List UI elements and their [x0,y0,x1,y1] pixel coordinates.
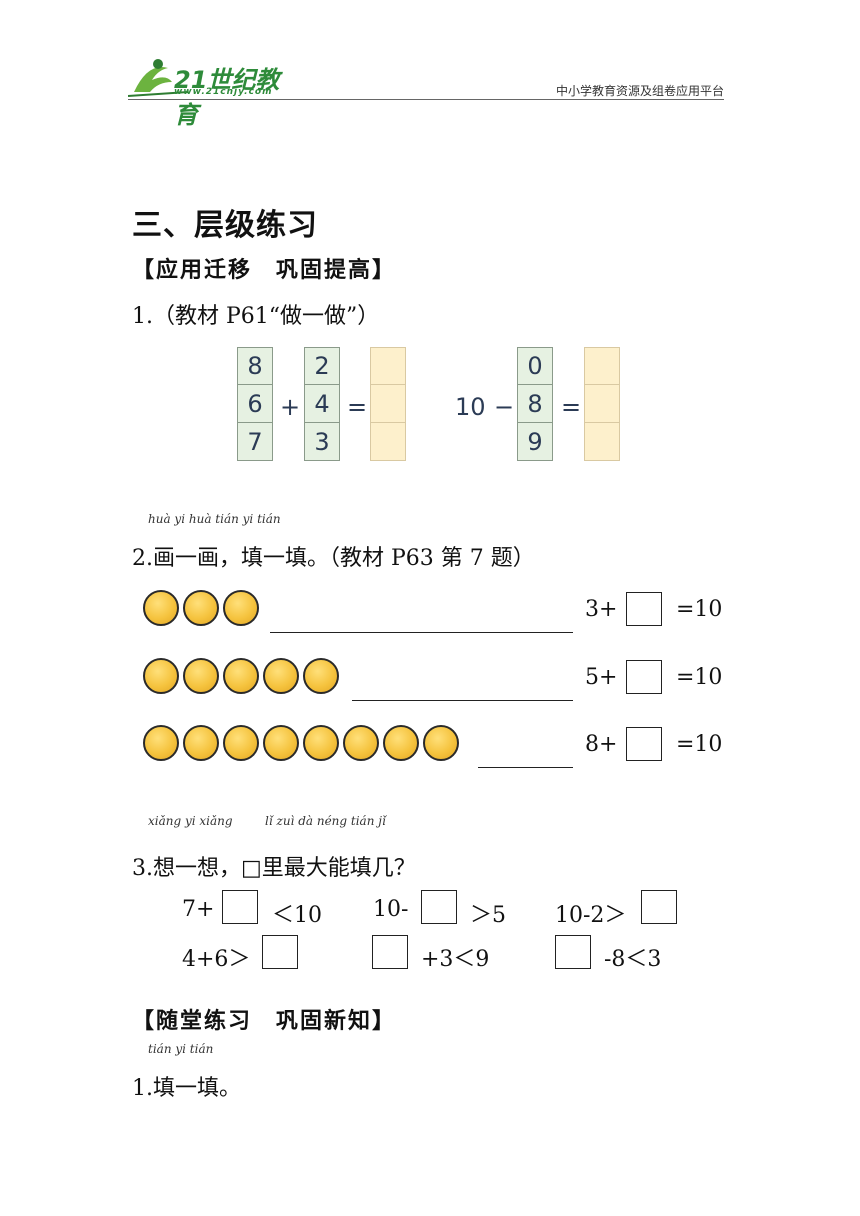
card-column-left-2: 2 4 3 [304,347,340,461]
yellow-circle [263,725,299,761]
q1-label: 1.（教材 P61“做一做”） [132,304,380,329]
yellow-circle [223,658,259,694]
q3-r1a-post: ＜10 [272,903,322,928]
yellow-circle [223,725,259,761]
yellow-circle [303,658,339,694]
card-cell: 3 [304,423,340,461]
answer-box[interactable] [641,890,677,924]
site-logo: 21世纪教育 www.21cnjy.com [127,56,298,129]
yellow-circle [303,725,339,761]
card-cell: 2 [304,347,340,385]
logo-text: 21世纪教育 [174,66,280,129]
circle-row-3 [143,725,459,761]
answer-box[interactable] [222,890,258,924]
card-cell: 6 [237,385,273,423]
q3-label: 3.想一想，□里最大能填几？ [132,856,416,881]
plus-sign: + [280,393,301,421]
equals-sign: = [347,393,368,421]
card-column-right: 0 8 9 [517,347,553,461]
q2-row3-suffix: =10 [676,732,723,757]
section-title: 三、层级练习 [132,208,318,243]
q2-label: 2.画一画，填一填。（教材 P63 第 7 题） [132,546,535,571]
answer-cell[interactable] [584,385,620,423]
drawing-line-3[interactable] [478,767,573,768]
drawing-line-1[interactable] [270,632,573,633]
answer-cell[interactable] [370,385,406,423]
circle-row-1 [143,590,259,626]
q3-r1a-pre: 7+ [182,897,215,922]
q2-row1-prefix: 3+ [585,597,618,622]
yellow-circle [183,658,219,694]
answer-box[interactable] [626,592,662,626]
yellow-circle [423,725,459,761]
q2-row2-prefix: 5+ [585,665,618,690]
answer-box[interactable] [262,935,298,969]
answer-box[interactable] [421,890,457,924]
q3-r1c-pre: 10-2＞ [555,903,627,928]
card-cell: 9 [517,423,553,461]
answer-cell[interactable] [584,347,620,385]
yellow-circle [183,725,219,761]
q3-pinyin-b: lǐ zuì dà néng tián jǐ [265,814,386,828]
answer-cell[interactable] [370,423,406,461]
yellow-circle [343,725,379,761]
q3-r2b-post: +3＜9 [421,947,490,972]
q2-row2-suffix: =10 [676,665,723,690]
part-b-pinyin: tián yi tián [148,1042,214,1056]
minuend: 10 [455,393,486,421]
yellow-circle [263,658,299,694]
answer-box[interactable] [372,935,408,969]
q3-r1b-post: ＞5 [470,903,506,928]
minus-sign: − [494,393,515,421]
part-a-heading: 【应用迁移 巩固提高】 [132,258,397,283]
card-cell: 8 [517,385,553,423]
q2-row1-suffix: =10 [676,597,723,622]
q3-r2a-pre: 4+6＞ [182,947,251,972]
answer-column-left [370,347,406,461]
card-cell: 8 [237,347,273,385]
equals-sign-2: = [561,393,582,421]
card-column-left-1: 8 6 7 [237,347,273,461]
card-cell: 7 [237,423,273,461]
q3-r1b-pre: 10- [373,897,409,922]
yellow-circle [223,590,259,626]
answer-column-right [584,347,620,461]
header-tagline: 中小学教育资源及组卷应用平台 [555,84,724,98]
yellow-circle [143,658,179,694]
drawing-line-2[interactable] [352,700,573,701]
yellow-circle [143,725,179,761]
yellow-circle [143,590,179,626]
q2-row3-prefix: 8+ [585,732,618,757]
circle-row-2 [143,658,339,694]
q3-pinyin-a: xiǎng yi xiǎng [148,814,233,828]
q3-r2c-post: -8＜3 [604,947,662,972]
answer-box[interactable] [626,660,662,694]
card-cell: 0 [517,347,553,385]
answer-box[interactable] [555,935,591,969]
yellow-circle [383,725,419,761]
logo-url: www.21cnjy.com [174,87,273,97]
part-b-heading: 【随堂练习 巩固新知】 [132,1009,397,1034]
answer-cell[interactable] [370,347,406,385]
q2-pinyin: huà yi huà tián yi tián [148,512,281,526]
yellow-circle [183,590,219,626]
card-cell: 4 [304,385,340,423]
answer-box[interactable] [626,727,662,761]
part-b-q1-label: 1.填一填。 [132,1076,241,1101]
header-divider [128,99,724,100]
answer-cell[interactable] [584,423,620,461]
